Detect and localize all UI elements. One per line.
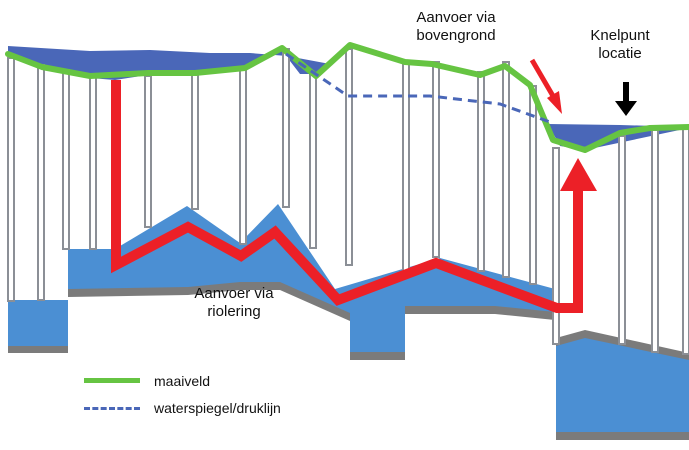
manhole-shaft [651,129,659,353]
water-level-legend-label: waterspiegel/druklijn [154,400,281,416]
surface-supply-label-line2: bovengrond [416,27,496,44]
bottleneck-pointer-arrowhead [615,101,637,116]
sewer-flow-arrow-path [111,80,583,313]
sewer-flow-arrowhead [560,158,597,191]
manhole-shaft [239,69,247,245]
street-pond-left [8,46,330,80]
manhole-shaft [502,61,510,278]
sewer-supply-label: Aanvoer via riolering [176,285,292,321]
surface-flow-arrow-shaft [529,58,556,98]
ground-level-line [5,42,689,153]
sewer-supply-label-line1: Aanvoer via [194,285,274,302]
manhole-shaft [682,126,689,355]
sewer-pipe-right [556,338,689,432]
ground-level-legend-label: maaiveld [154,373,211,389]
manhole-shaft [432,61,440,258]
water-level-swatch [84,401,140,415]
manhole-shaft [402,60,410,275]
ground-level-swatch [84,374,140,388]
manhole-shaft [89,76,97,250]
bottleneck-label-line2: locatie [598,45,642,62]
legend-ground-level: maaiveld [84,371,210,391]
sewer-supply-label-line2: riolering [207,303,261,320]
manhole-shaft [309,73,317,249]
water-level-dashed-line [285,52,551,124]
manhole-shafts [7,48,689,355]
manhole-shaft [282,48,290,208]
manhole-shaft [345,48,353,266]
manhole-shaft [7,57,15,302]
surface-flow-arrowhead [547,91,562,114]
manhole-shaft [191,74,199,210]
manhole-shaft [552,147,560,345]
manhole-shaft [62,69,70,250]
sewer-pipe-left [8,300,68,346]
manhole-shaft [37,64,45,301]
bottleneck-label-line1: Knelpunt [590,27,650,44]
surface-supply-label: Aanvoer via bovengrond [394,9,518,45]
manhole-shaft [144,75,152,228]
bottleneck-label: Knelpunt locatie [578,27,662,63]
manhole-shaft [618,135,626,345]
legend-water-level: waterspiegel/druklijn [84,398,281,418]
surface-supply-label-line1: Aanvoer via [416,9,496,26]
